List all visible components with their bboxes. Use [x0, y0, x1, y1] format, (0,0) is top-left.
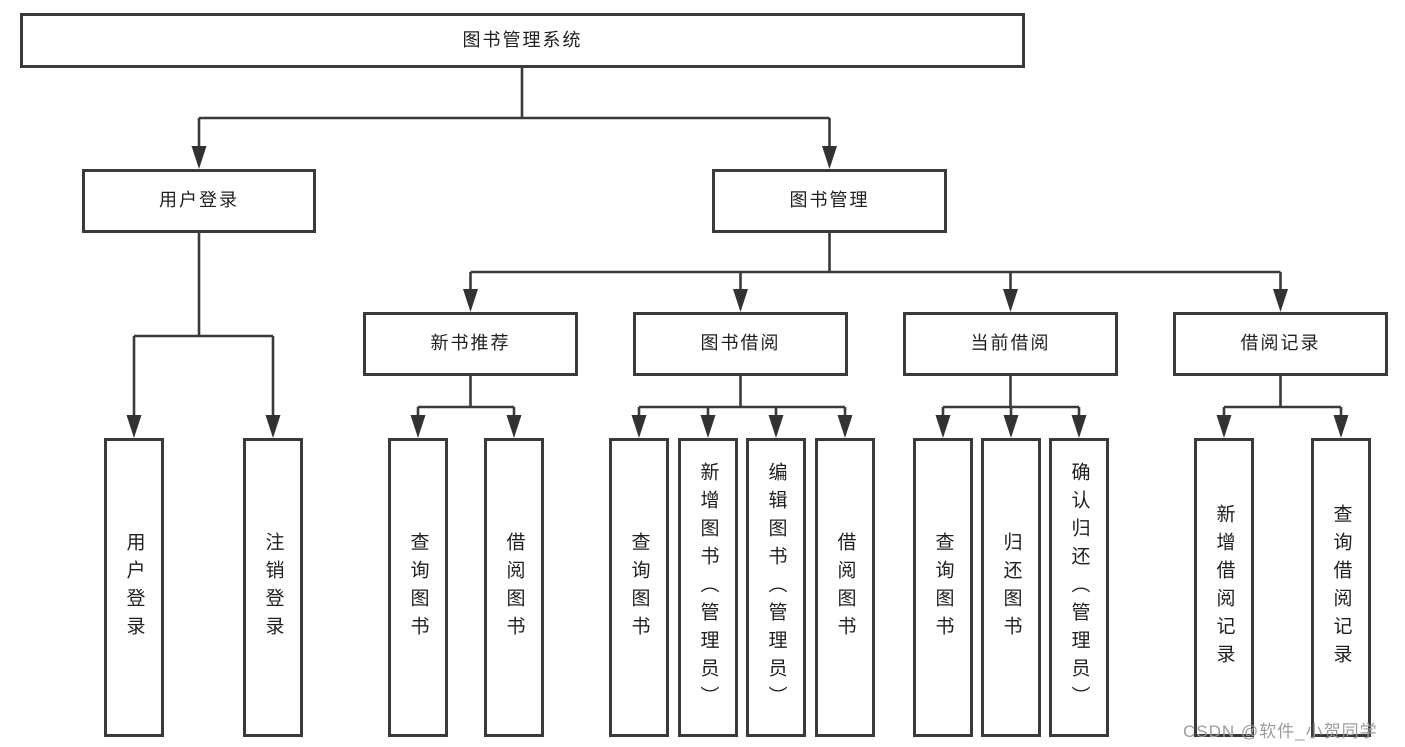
- node-query-borrow-record: 查询借阅记录: [1311, 438, 1371, 737]
- node-borrow-books-recommend: 借阅图书: [484, 438, 544, 737]
- node-borrow-books-leaf: 借阅图书: [815, 438, 875, 737]
- node-return-books: 归还图书: [981, 438, 1041, 737]
- node-book-management: 图书管理: [712, 169, 947, 233]
- node-user-login: 用户登录: [82, 169, 316, 233]
- node-edit-book-admin: 编辑图书（管理员）: [746, 438, 806, 737]
- node-borrow-records: 借阅记录: [1173, 312, 1388, 376]
- node-query-books-current: 查询图书: [913, 438, 973, 737]
- node-confirm-return-admin: 确认归还（管理员）: [1049, 438, 1109, 737]
- csdn-watermark: CSDN @软件_小贺同学: [1183, 722, 1378, 741]
- node-query-books-recommend: 查询图书: [388, 438, 448, 737]
- node-add-borrow-record: 新增借阅记录: [1194, 438, 1254, 737]
- node-query-books-borrow: 查询图书: [609, 438, 669, 737]
- node-book-borrow: 图书借阅: [633, 312, 848, 376]
- node-user-login-leaf: 用户登录: [104, 438, 164, 737]
- node-add-book-admin: 新增图书（管理员）: [678, 438, 738, 737]
- node-new-book-recommend: 新书推荐: [363, 312, 578, 376]
- node-current-borrow: 当前借阅: [903, 312, 1118, 376]
- node-logout-leaf: 注销登录: [243, 438, 303, 737]
- node-library-management-system: 图书管理系统: [20, 13, 1025, 68]
